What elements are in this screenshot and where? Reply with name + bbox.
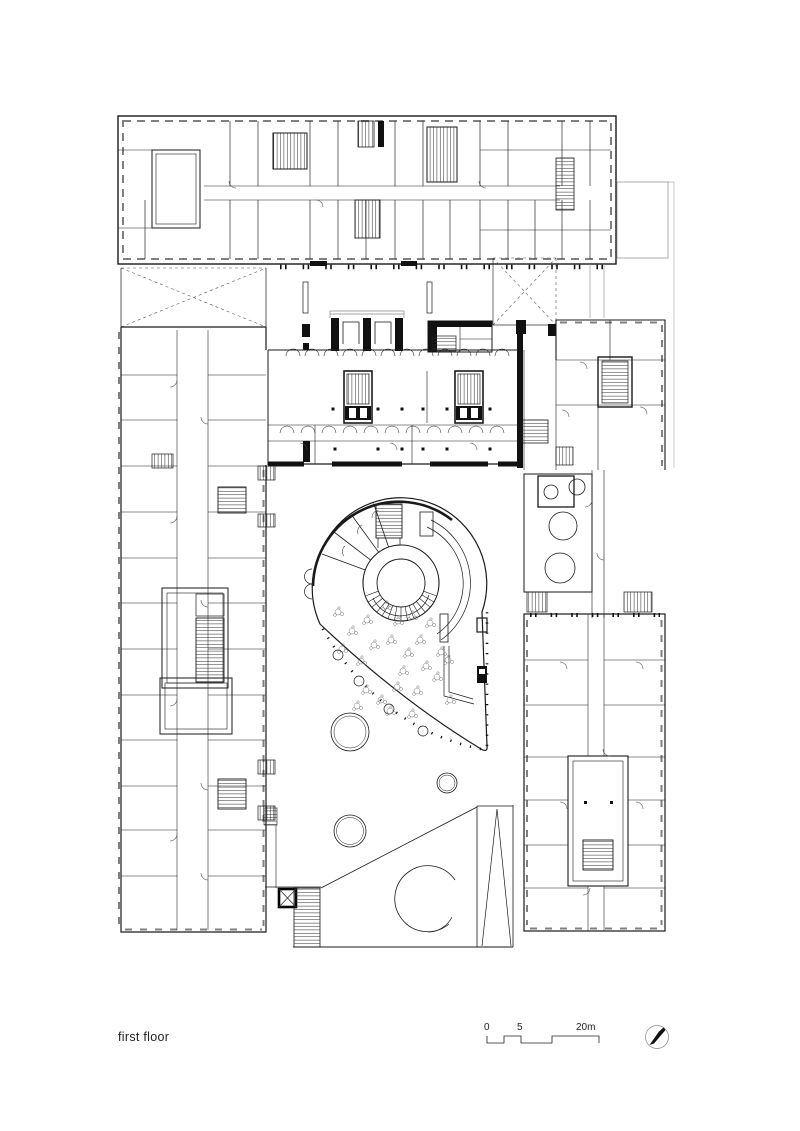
left-wing (118, 326, 276, 933)
scale-bar: 0 5 20m (484, 1022, 600, 1044)
demolition-x-left (120, 267, 267, 328)
top-building-block (117, 115, 617, 270)
courtyard-circles (330, 712, 458, 933)
entrance-canopy (265, 805, 514, 948)
right-lower-wing (523, 613, 666, 932)
connector-corridor (584, 470, 605, 618)
scale-label-0: 0 (484, 1022, 490, 1033)
elevator-bank (302, 281, 433, 351)
floor-label: first floor (118, 1030, 169, 1044)
courtyard-pavilion (304, 497, 489, 752)
elevator-shaft (277, 887, 298, 909)
north-arrow-icon (645, 1025, 669, 1049)
right-upper-wing (520, 319, 666, 470)
site-extension-outline (589, 181, 675, 468)
kitchen-block (523, 446, 653, 613)
rear-building (267, 325, 523, 468)
exterior-stair (263, 807, 321, 948)
scale-label-20m: 20m (576, 1022, 595, 1033)
scale-label-5: 5 (517, 1022, 523, 1033)
demolition-x-right (492, 257, 557, 326)
